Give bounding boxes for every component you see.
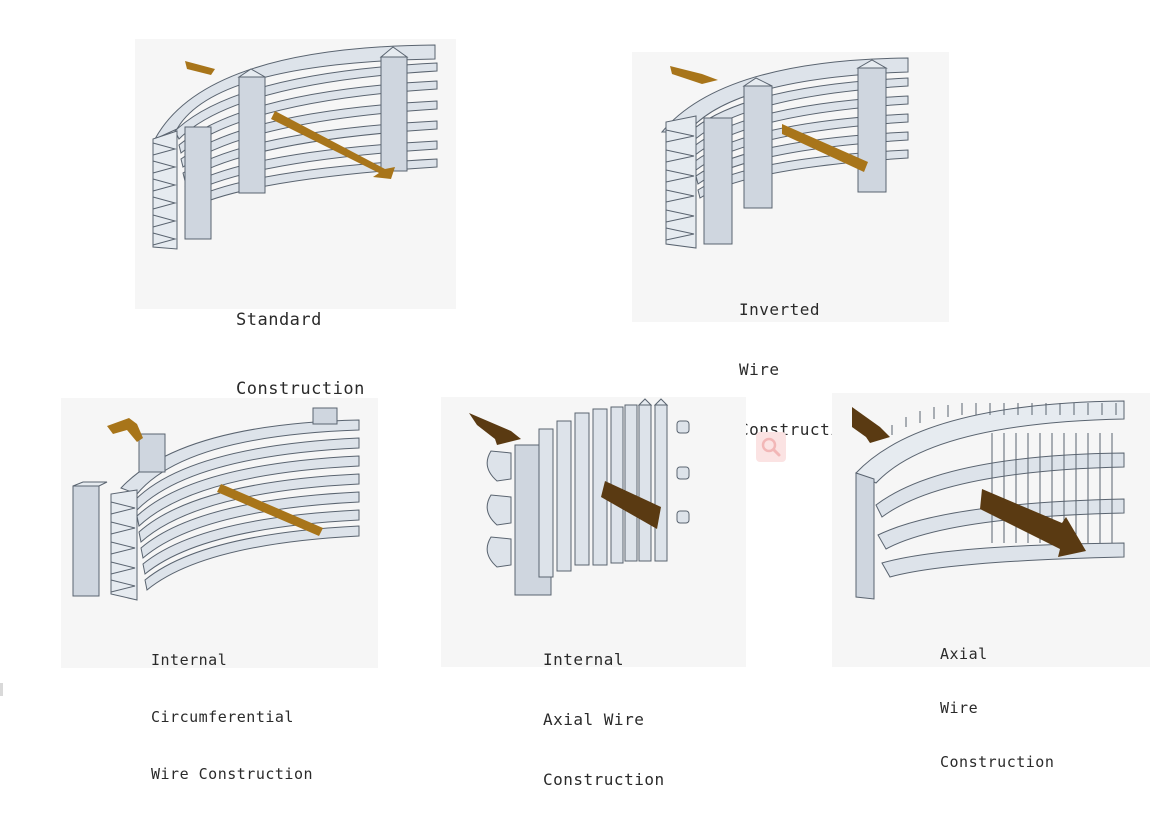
caption-internal-axial-wire-construction: Internal Axial Wire Construction <box>543 610 665 830</box>
caption-line: Wire <box>739 360 780 379</box>
panel-internal-axial-wire-construction: Internal Axial Wire Construction <box>441 397 746 789</box>
caption-line: Wire Construction <box>151 765 314 783</box>
caption-line: Wire <box>940 699 979 717</box>
caption-line: Axial <box>940 645 988 663</box>
panel-standard-construction: Standard Construction <box>135 39 456 399</box>
zoom-button[interactable] <box>756 432 786 462</box>
panel-internal-circumferential-wire-construction: Internal Circumferential Wire Constructi… <box>61 398 378 783</box>
edge-marker <box>0 683 3 696</box>
caption-line: Construction <box>940 753 1055 771</box>
caption-line: Axial Wire <box>543 710 645 729</box>
panel-axial-wire-construction: Axial Wire Construction <box>832 393 1150 771</box>
caption-line: Standard <box>236 310 322 330</box>
caption-line: Circumferential <box>151 708 294 726</box>
caption-line: Construction <box>543 770 665 789</box>
caption-line: Construction <box>236 379 365 399</box>
caption-standard-construction: Standard Construction <box>236 263 365 447</box>
inverted-wire-construction-illustration <box>660 57 909 249</box>
internal-circumferential-illustration <box>72 407 360 601</box>
internal-axial-illustration <box>469 398 690 596</box>
caption-internal-circumferential-wire-construction: Internal Circumferential Wire Constructi… <box>151 613 313 822</box>
standard-construction-illustration <box>152 44 438 250</box>
caption-line: Inverted <box>739 300 821 319</box>
caption-axial-wire-construction: Axial Wire Construction <box>940 609 1054 807</box>
axial-wire-construction-illustration <box>852 400 1125 600</box>
caption-line: Internal <box>151 651 228 669</box>
magnifier-icon <box>761 437 781 457</box>
caption-line: Internal <box>543 650 625 669</box>
panel-inverted-wire-construction: Inverted Wire Construction <box>632 52 949 439</box>
